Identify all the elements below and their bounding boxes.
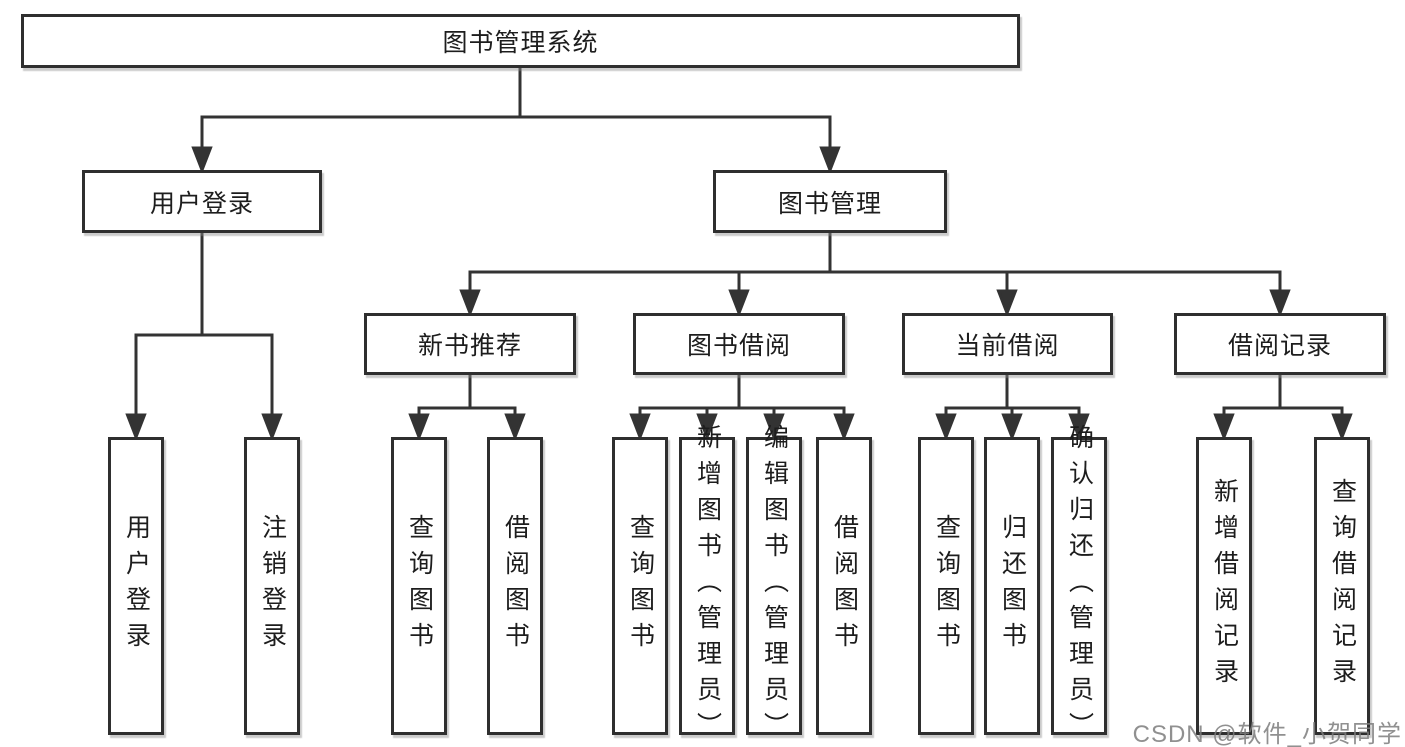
leaf-query-borrow-record-label: 查询借阅记录 [1328, 478, 1357, 694]
node-current-borrow: 当前借阅 [902, 313, 1113, 375]
leaf-confirm-return-admin: 确认归还（管理员） [1051, 424, 1107, 747]
leaf-query-book-newbook-label: 查询图书 [405, 514, 434, 658]
leaf-borrow-book-newbook: 借阅图书 [487, 437, 543, 735]
leaf-edit-book-admin-label: 编辑图书（管理员） [760, 424, 789, 747]
leaf-query-book-current: 查询图书 [918, 437, 974, 735]
node-book-management: 图书管理 [713, 170, 947, 233]
leaf-borrow-book-borrow: 借阅图书 [816, 437, 872, 735]
csdn-watermark: CSDN @软件_小贺同学 [1132, 721, 1402, 747]
leaf-confirm-return-admin-label: 确认归还（管理员） [1065, 424, 1094, 747]
node-new-book-recommend-label: 新书推荐 [417, 332, 522, 360]
leaf-borrow-book-newbook-label: 借阅图书 [501, 514, 530, 658]
leaf-edit-book-admin: 编辑图书（管理员） [746, 424, 802, 747]
leaf-add-book-admin: 新增图书（管理员） [679, 424, 735, 747]
leaf-user-login: 用户登录 [108, 437, 164, 735]
leaf-logout-login-label: 注销登录 [258, 514, 287, 658]
leaf-logout-login: 注销登录 [244, 437, 300, 735]
leaf-return-book-label: 归还图书 [998, 514, 1027, 658]
leaf-query-book-newbook: 查询图书 [391, 437, 447, 735]
node-new-book-recommend: 新书推荐 [364, 313, 576, 375]
node-borrow-record: 借阅记录 [1174, 313, 1386, 375]
node-current-borrow-label: 当前借阅 [955, 332, 1060, 360]
node-root-system: 图书管理系统 [21, 14, 1020, 68]
leaf-query-book-borrow-label: 查询图书 [626, 514, 655, 658]
node-book-borrow-label: 图书借阅 [686, 332, 791, 360]
leaf-query-book-borrow: 查询图书 [612, 437, 668, 735]
leaf-user-login-label: 用户登录 [122, 514, 151, 658]
leaf-add-borrow-record: 新增借阅记录 [1196, 437, 1252, 735]
leaf-return-book: 归还图书 [984, 437, 1040, 735]
node-borrow-record-label: 借阅记录 [1227, 332, 1332, 360]
node-root-label: 图书管理系统 [442, 29, 599, 57]
leaf-add-borrow-record-label: 新增借阅记录 [1210, 478, 1239, 694]
node-book-borrow: 图书借阅 [633, 313, 845, 375]
leaf-add-book-admin-label: 新增图书（管理员） [693, 424, 722, 747]
leaf-query-book-current-label: 查询图书 [932, 514, 961, 658]
node-user-login-label: 用户登录 [149, 189, 254, 218]
node-user-login: 用户登录 [82, 170, 322, 233]
node-book-management-label: 图书管理 [777, 189, 882, 218]
leaf-query-borrow-record: 查询借阅记录 [1314, 437, 1370, 735]
leaf-borrow-book-borrow-label: 借阅图书 [830, 514, 859, 658]
